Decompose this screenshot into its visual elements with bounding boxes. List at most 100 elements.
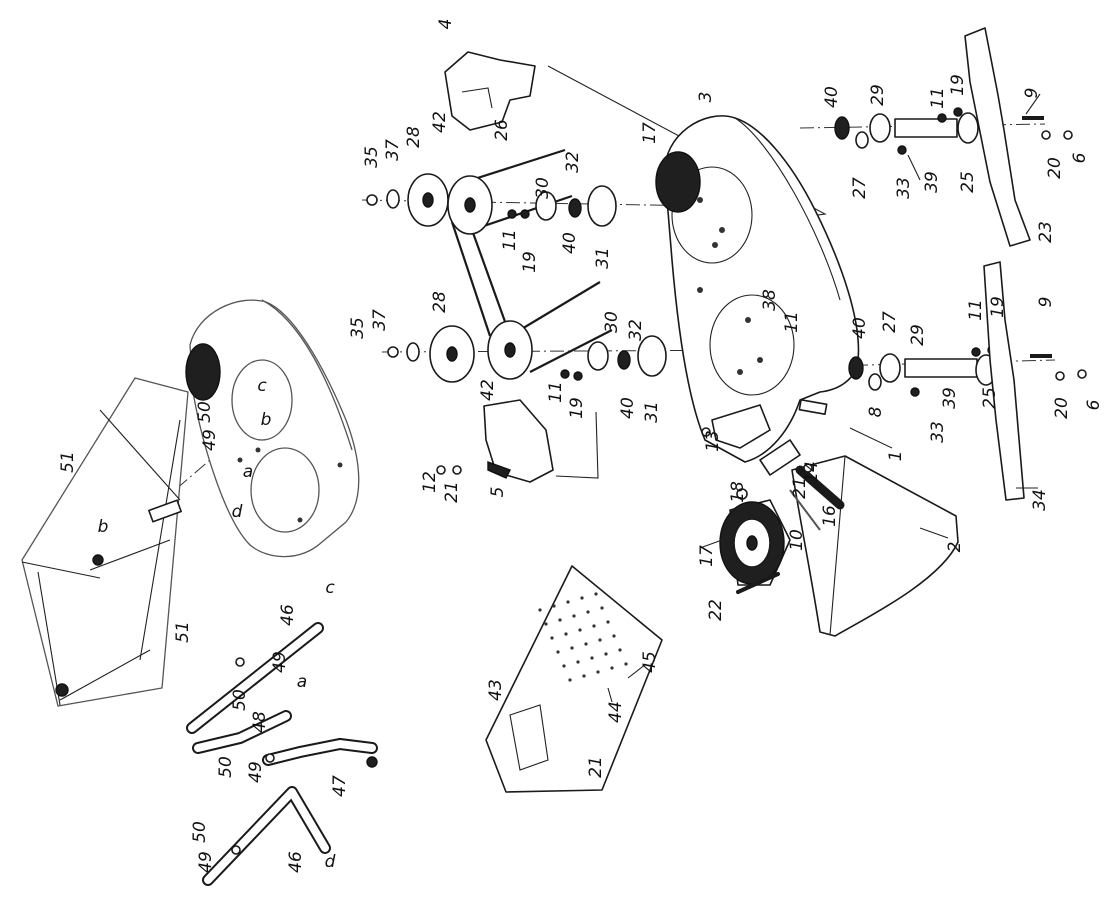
part-label-b: b bbox=[261, 410, 272, 430]
rear-deck-spindle-hole-lower bbox=[250, 447, 320, 533]
deck-hole bbox=[697, 287, 703, 293]
part-label-5: 5 bbox=[488, 487, 508, 498]
idler-30 bbox=[587, 341, 609, 371]
link-46-upper bbox=[188, 624, 322, 732]
deck-hole bbox=[719, 227, 725, 233]
part-label-17: 17 bbox=[640, 122, 660, 144]
bolt-33 bbox=[910, 387, 920, 397]
link-48 bbox=[194, 712, 290, 752]
leader-45 bbox=[627, 663, 647, 679]
pin-49 bbox=[265, 753, 275, 763]
nut-35 bbox=[387, 346, 399, 358]
deck-rim bbox=[734, 117, 841, 301]
part-label-50: 50 bbox=[230, 689, 250, 711]
lower-pulley-stack bbox=[387, 320, 667, 383]
washer-19 bbox=[953, 107, 963, 117]
belt-lower-return bbox=[529, 329, 613, 373]
deck-wheel-17 bbox=[655, 151, 701, 213]
plate-perforation bbox=[564, 632, 568, 636]
spindle-39 bbox=[904, 358, 978, 378]
plate-perforation bbox=[590, 656, 594, 660]
deck-hole bbox=[737, 369, 743, 375]
plate-perforation bbox=[594, 592, 598, 596]
belt-left-return bbox=[470, 229, 510, 331]
washer-37 bbox=[386, 189, 400, 209]
washer-19 bbox=[520, 209, 530, 219]
part-label-40: 40 bbox=[560, 232, 580, 254]
part-label-19: 19 bbox=[567, 397, 587, 419]
deck-hole bbox=[697, 197, 703, 203]
rear-deck-rim bbox=[261, 299, 353, 451]
leader-17 bbox=[699, 539, 723, 549]
hub-25 bbox=[957, 112, 979, 144]
part-label-51: 51 bbox=[58, 451, 78, 473]
plate-perforation bbox=[566, 600, 570, 604]
plate-perforation bbox=[572, 614, 576, 618]
nut-35 bbox=[366, 194, 378, 206]
part-label-9: 9 bbox=[1036, 297, 1056, 308]
part-label-6: 6 bbox=[1084, 399, 1104, 410]
link-47 bbox=[264, 739, 376, 764]
plate-perforation bbox=[558, 618, 562, 622]
upper-pulley-stack bbox=[366, 173, 617, 235]
part-label-31: 31 bbox=[593, 247, 613, 269]
part-label-28: 28 bbox=[404, 126, 424, 148]
idler-bracket-5-shade bbox=[487, 461, 511, 479]
spindle-39 bbox=[894, 118, 958, 138]
pulley-29 bbox=[879, 353, 901, 383]
part-label-40: 40 bbox=[850, 317, 870, 339]
pulley-42-hub bbox=[464, 197, 476, 213]
upper-spindle-assembly bbox=[834, 107, 1073, 155]
part-label-35: 35 bbox=[348, 317, 368, 339]
gauge-wheel bbox=[719, 499, 791, 586]
nut-21 bbox=[452, 465, 462, 475]
cover-plate bbox=[485, 565, 663, 793]
part-label-25: 25 bbox=[958, 171, 978, 193]
lift-rod-upper bbox=[99, 409, 181, 501]
plate-perforation bbox=[606, 620, 610, 624]
part-label-49: 49 bbox=[200, 429, 220, 451]
part-label-20: 20 bbox=[1045, 157, 1065, 179]
part-label-49: 49 bbox=[270, 651, 290, 673]
idler-bracket-4 bbox=[444, 51, 536, 131]
part-label-48: 48 bbox=[250, 711, 270, 733]
idler-bracket-4-detail bbox=[461, 87, 493, 109]
plate-perforation bbox=[552, 604, 556, 608]
lift-rod-side bbox=[37, 571, 61, 706]
plate-perforation bbox=[592, 624, 596, 628]
bearing-40 bbox=[617, 350, 631, 370]
lift-rod-cross bbox=[21, 561, 101, 579]
part-label-19: 19 bbox=[520, 251, 540, 273]
pulley-29 bbox=[869, 113, 891, 143]
part-label-21: 21 bbox=[790, 477, 810, 499]
part-label-3: 3 bbox=[696, 92, 716, 103]
plate-perforation bbox=[598, 638, 602, 642]
plate-perforation bbox=[570, 646, 574, 650]
part-label-50: 50 bbox=[195, 401, 215, 423]
deck-housing-rear-view bbox=[185, 299, 360, 558]
part-label-49: 49 bbox=[246, 761, 266, 783]
rear-deck-wheel bbox=[185, 343, 221, 401]
deck-hole bbox=[757, 357, 763, 363]
part-label-11: 11 bbox=[966, 299, 986, 321]
plate-perforation bbox=[600, 606, 604, 610]
drive-belt bbox=[450, 148, 613, 373]
plate-perforation bbox=[612, 634, 616, 638]
part-label-12: 12 bbox=[420, 471, 440, 493]
nut-21 bbox=[803, 463, 813, 473]
part-label-16: 16 bbox=[820, 505, 840, 527]
part-label-45: 45 bbox=[640, 651, 660, 673]
nut-11 bbox=[937, 113, 947, 123]
part-label-40: 40 bbox=[618, 397, 638, 419]
part-label-40: 40 bbox=[822, 86, 842, 108]
part-label-a: a bbox=[243, 462, 253, 482]
deck-hole bbox=[712, 242, 718, 248]
plate-perforation bbox=[604, 652, 608, 656]
part-label-6: 6 bbox=[1070, 152, 1090, 163]
part-label-23: 23 bbox=[1036, 221, 1056, 243]
lower-pulley-centerline bbox=[381, 349, 776, 353]
nut-18 bbox=[736, 488, 748, 500]
part-label-26: 26 bbox=[492, 119, 512, 141]
nut-6 bbox=[1063, 130, 1073, 140]
